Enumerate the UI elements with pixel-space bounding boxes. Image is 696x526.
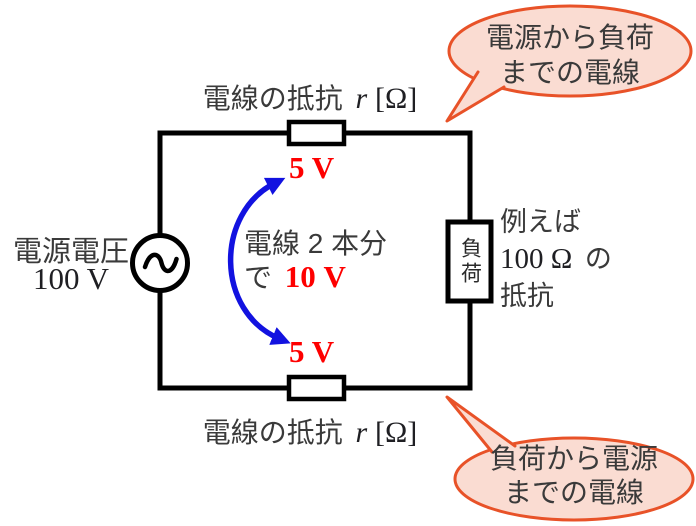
- callout-bottom-bubble: [453, 436, 695, 522]
- callout-bottom-tail: [445, 395, 517, 454]
- bottom-wire-resistance-symbol: r: [355, 416, 368, 449]
- top-wire-resistance-text: 電線の抵抗: [202, 83, 343, 114]
- callout-top-line1: 電源から負荷: [485, 22, 654, 53]
- top-wire-resistance-symbol: r: [355, 82, 368, 115]
- callout-top-line2: までの電線: [499, 57, 640, 88]
- bottom-wire-resistance-label: 電線の抵抗 r [Ω]: [160, 411, 460, 451]
- load-note-line3: 抵抗: [500, 281, 554, 311]
- bottom-wire-resistance-unit: [Ω]: [374, 416, 418, 449]
- load-note-value: 100 Ω: [500, 243, 573, 275]
- bottom-wire-resistance-text: 電線の抵抗: [202, 417, 343, 448]
- top-wire-resistance-unit: [Ω]: [374, 82, 418, 115]
- load-box-label: 負荷: [458, 236, 482, 287]
- top-drop-voltage: 5 V: [289, 150, 335, 185]
- bottom-resistor-box: [286, 374, 347, 402]
- load-note-line2: 100 Ω の: [500, 241, 612, 278]
- sine-wave-icon: [142, 252, 179, 274]
- voltage-sum-arrow-icon: [227, 177, 291, 345]
- callout-top-bubble: [447, 4, 693, 98]
- bottom-drop-voltage: 5 V: [289, 334, 335, 369]
- callout-top-text: 電源から負荷 までの電線: [449, 20, 691, 90]
- load-example-note: 例えば 100 Ω の 抵抗: [500, 204, 612, 315]
- source-voltage-title: 電源電圧: [12, 236, 129, 268]
- load-box: [445, 219, 494, 304]
- top-resistor-box: [286, 119, 347, 147]
- callout-bottom-text: 負荷から電源 までの電線: [455, 442, 693, 510]
- callout-bottom-line2: までの電線: [503, 477, 644, 508]
- callout-top-tail: [445, 70, 506, 123]
- source-voltage-value: 100 V: [32, 261, 110, 296]
- top-wire-resistance-label: 電線の抵抗 r [Ω]: [160, 77, 460, 117]
- combined-drop-value: 10 V: [284, 259, 346, 294]
- load-note-particle: の: [584, 244, 612, 274]
- combined-drop-line1: 電線 2 本分: [244, 228, 388, 259]
- load-note-line1: 例えば: [500, 207, 581, 237]
- combined-drop-particle: で: [244, 262, 273, 293]
- callout-bottom-line1: 負荷から電源: [489, 443, 658, 474]
- combined-drop-line2: で 10 V: [244, 256, 346, 296]
- circuit-wires: [157, 130, 473, 391]
